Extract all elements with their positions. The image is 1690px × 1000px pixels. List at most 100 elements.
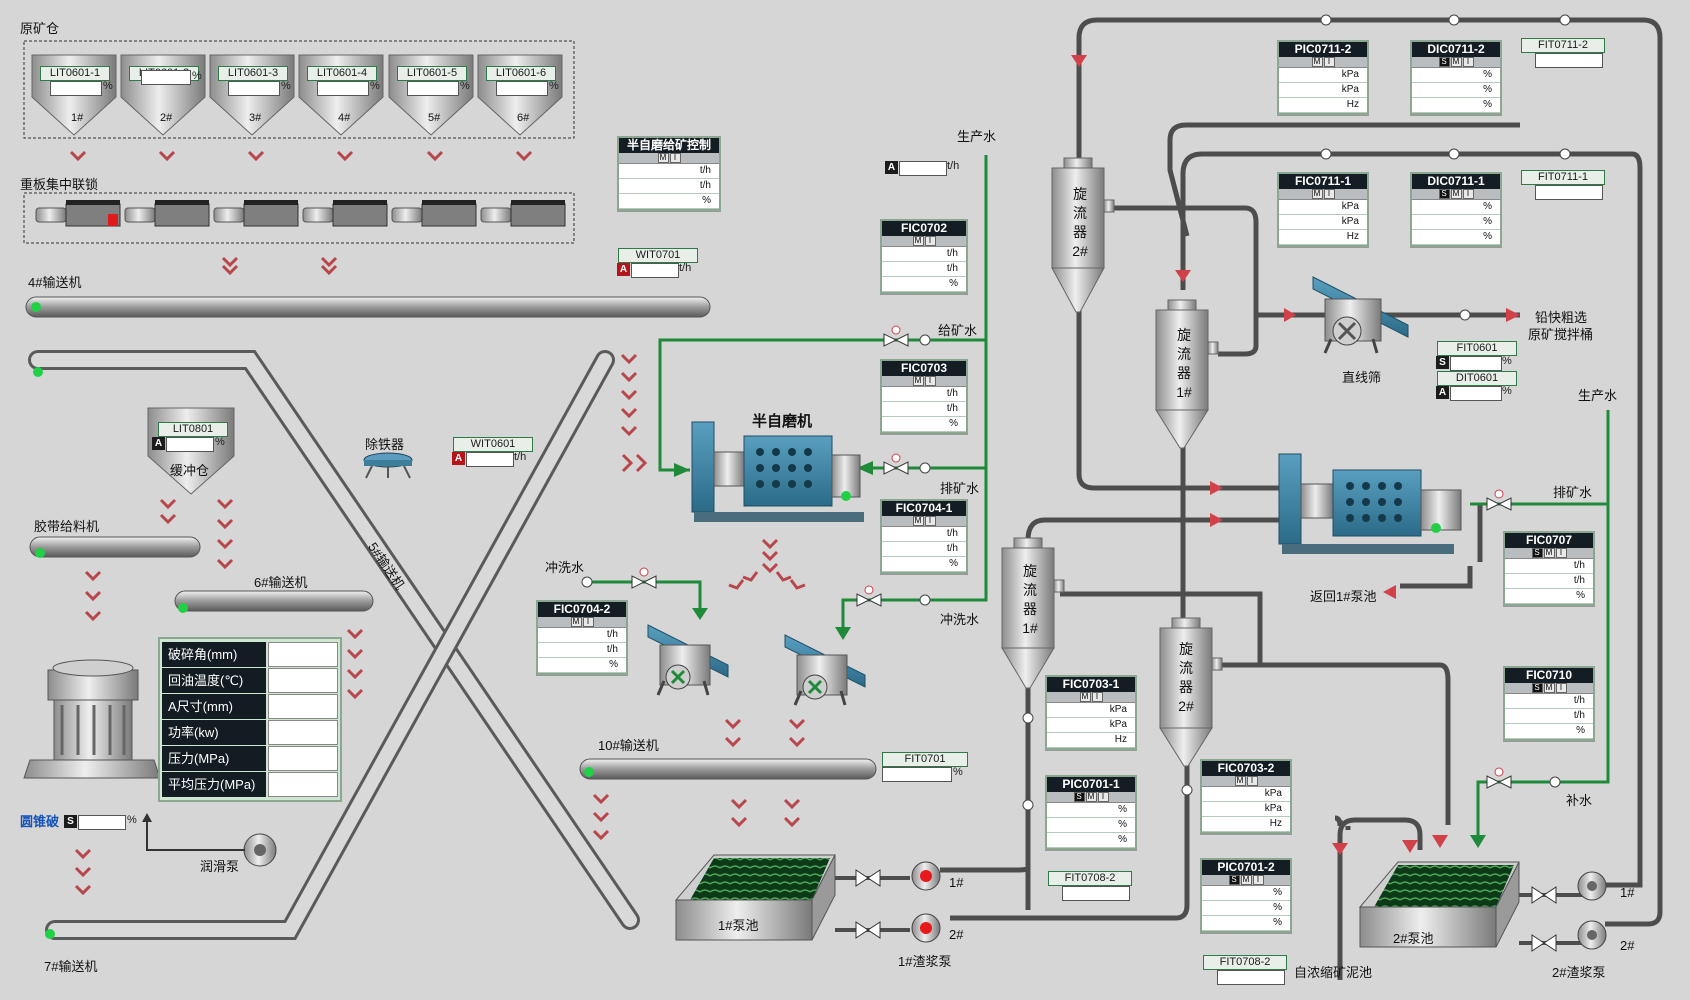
sag-mill [691,421,864,522]
auto-button[interactable]: S [1438,189,1450,199]
auto-button[interactable]: S [1228,875,1240,885]
fit0711-2-value [1535,53,1603,68]
manual-button[interactable]: M [1450,57,1462,67]
manual-button[interactable]: M [1240,875,1252,885]
pv-row: % [1412,200,1500,215]
manual-button[interactable]: M [570,617,582,627]
interlock-button[interactable]: I [1462,189,1474,199]
auto-button[interactable]: S [1531,548,1543,558]
pump-pool-2-label: 2#泵池 [1393,931,1434,946]
auto-button[interactable]: S [1073,792,1085,802]
manual-button[interactable]: M [912,376,924,386]
auto-button[interactable]: S [1531,683,1543,693]
wit0601-tag[interactable]: WIT0601 [453,437,533,452]
buffer-level-tag[interactable]: LIT0801 [158,422,228,437]
manual-button[interactable]: M [1311,57,1323,67]
interlock-button[interactable]: I [1555,548,1567,558]
manual-button[interactable]: M [1311,189,1323,199]
auto-button[interactable]: S [1438,57,1450,67]
fit0708-2a-tag[interactable]: FIT0708-2 [1048,871,1132,886]
fit0711-2-tag[interactable]: FIT0711-2 [1521,38,1605,53]
cyclones [1001,157,1223,767]
interlock-button[interactable]: I [1323,189,1335,199]
sp-row: kPa [1202,802,1290,817]
cone-crusher-value [78,815,126,830]
faceplate-title: PIC0711-2 [1279,42,1367,57]
prod-water-mode[interactable]: A [885,161,898,174]
cone-crusher-label: 圆锥破 [20,814,60,829]
feed-water-label: 给矿水 [938,323,978,338]
interlock-button[interactable]: I [1323,57,1335,67]
iron-remover-shape [363,452,413,479]
interlock-button[interactable]: I [669,153,681,163]
manual-button[interactable]: M [1543,683,1555,693]
bin-5-tag[interactable]: LIT0601-5 [397,66,467,81]
cone-crusher-mode[interactable]: S [64,815,77,828]
interlock-button[interactable]: I [1091,692,1103,702]
bin-3-tag[interactable]: LIT0601-3 [218,66,288,81]
faceplate-title: FIC0703 [882,361,966,376]
fit0701-tag[interactable]: FIT0701 [882,752,968,767]
fit0711-1-tag[interactable]: FIT0711-1 [1521,170,1605,185]
pump-pools [674,854,1520,948]
wit0701-tag[interactable]: WIT0701 [618,248,698,263]
interlock-button[interactable]: I [1097,792,1109,802]
fit0601-mode[interactable]: S [1436,356,1449,369]
manual-button[interactable]: M [1543,548,1555,558]
bin-6-tag[interactable]: LIT0601-6 [486,66,556,81]
buffer-mode-button[interactable]: A [152,437,165,450]
manual-button[interactable]: M [657,153,669,163]
manual-button[interactable]: M [1079,692,1091,702]
dit0601-mode[interactable]: A [1436,386,1449,399]
fit0601-tag[interactable]: FIT0601 [1437,341,1517,356]
fit0708-2b-tag[interactable]: FIT0708-2 [1203,955,1287,970]
interlock-button[interactable]: I [1462,57,1474,67]
conveyors [25,296,877,940]
bin-1-tag[interactable]: LIT0601-1 [40,66,110,81]
apron-interlock-label: 重板集中联锁 [20,177,99,192]
param-value [268,642,338,667]
manual-button[interactable]: M [1234,776,1246,786]
interlock-button[interactable]: I [1555,683,1567,693]
interlock-button[interactable]: I [924,516,936,526]
out-row: % [882,417,966,432]
param-row: 压力(MPa) [162,746,338,771]
pv-row: kPa [1202,787,1290,802]
wit0601-mode[interactable]: A [452,452,465,465]
interlock-button[interactable]: I [582,617,594,627]
interlock-button[interactable]: I [1246,776,1258,786]
manual-button[interactable]: M [1450,189,1462,199]
manual-button[interactable]: M [912,516,924,526]
manual-button[interactable]: M [1085,792,1097,802]
manual-button[interactable]: M [912,236,924,246]
sag-mill-label: 半自磨机 [752,413,813,430]
param-value [268,720,338,745]
dit0601-tag[interactable]: DIT0601 [1437,371,1517,386]
interlock-button[interactable]: I [1252,875,1264,885]
interlock-button[interactable]: I [924,236,936,246]
bin-4-tag[interactable]: LIT0601-4 [307,66,377,81]
pv-row: t/h [1505,694,1593,709]
interlock-button[interactable]: I [924,376,936,386]
flow-arrows [1071,55,1520,855]
slurry-pump-2-label: 2#渣浆泵 [1552,965,1606,980]
wit0701-mode[interactable]: A [617,263,630,276]
